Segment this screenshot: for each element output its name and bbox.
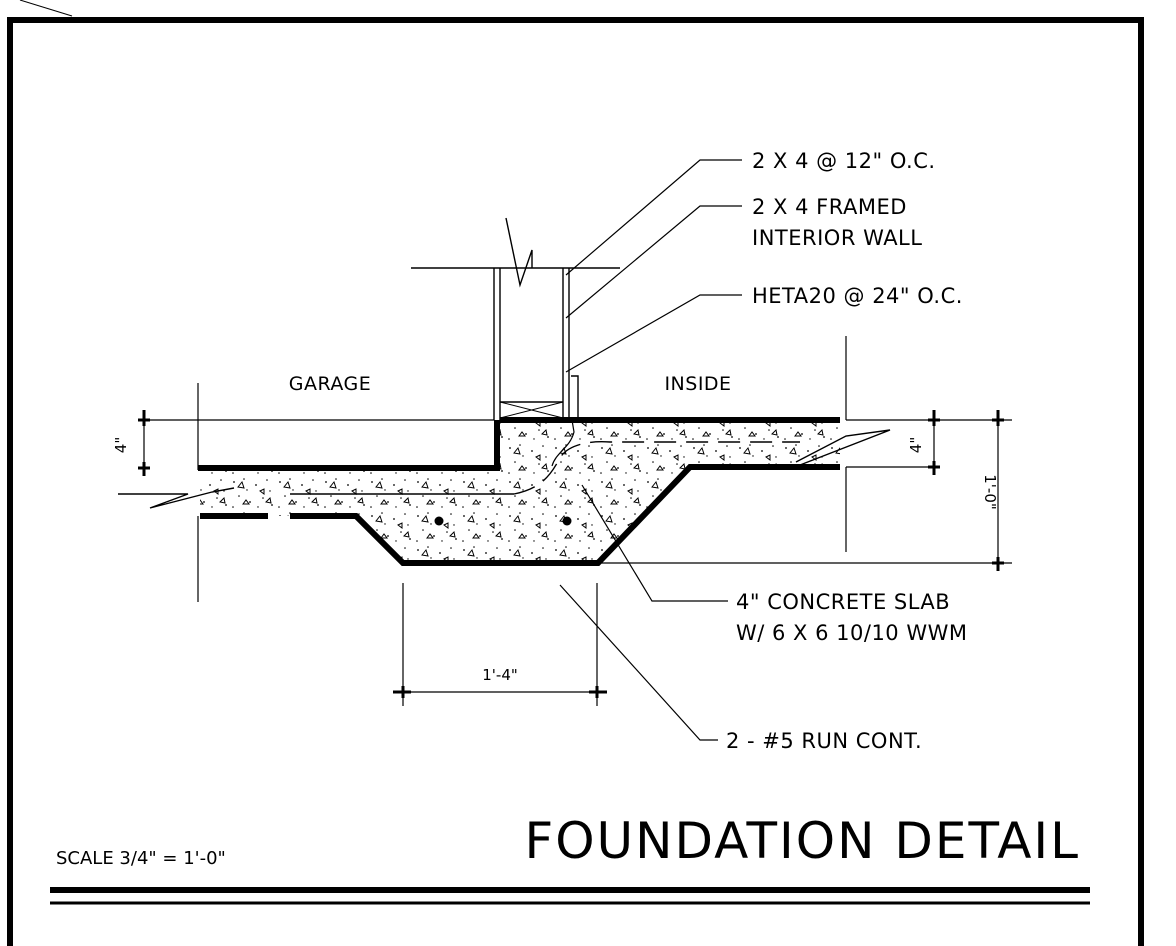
callout-slab-line2: W/ 6 X 6 10/10 WWM [736,621,968,645]
dim-left-step-tick-top [138,410,150,426]
dim-right-step-label: 4" [907,437,925,453]
inside-label: INSIDE [664,373,731,395]
callout-strap: HETA20 @ 24" O.C. [752,284,963,308]
callout-rebar: 2 - #5 RUN CONT. [726,729,922,753]
callout-slab-line1: 4" CONCRETE SLAB [736,590,950,614]
scale-label: SCALE 3/4" = 1'-0" [56,848,226,869]
dim-depth-tick-bottom [992,557,1004,571]
dim-left-step-label: 4" [112,437,130,453]
leader-studs [565,159,742,276]
dim-right-step-tick-bottom [928,461,940,475]
callout-wall-line2: INTERIOR WALL [752,226,922,250]
corner-tick [19,0,73,17]
wall-break-symbol [505,217,533,288]
left-break-line [118,487,235,509]
leader-slab [581,484,728,602]
dim-depth-tick-top [992,410,1004,426]
callout-wall-line1: 2 X 4 FRAMED [752,195,907,219]
heta20-strap [571,375,579,421]
footing-outline [290,464,840,566]
wire-mesh-line [513,440,800,495]
leader-rebar [559,584,718,741]
sheet-border [7,17,1144,946]
leader-wall [565,205,742,319]
anchor-hook [551,419,575,467]
drawing-title: FOUNDATION DETAIL [524,812,1080,870]
callout-studs: 2 X 4 @ 12" O.C. [752,149,936,173]
dim-left-step-tick-bottom [138,462,150,476]
garage-label: GARAGE [289,373,372,395]
dim-footing-width-tick-left [393,686,411,698]
rebar-1 [434,516,444,526]
leader-strap [565,294,742,373]
bottom-plate-x2 [499,401,564,419]
rebar-2 [562,516,572,526]
dim-footing-width-label: 1'-4" [482,666,518,684]
dim-footing-width-tick-right [589,686,607,698]
dim-right-step-tick-top [928,410,940,426]
garage-slab-top [198,420,500,471]
dim-depth-label: 1'-0" [981,474,999,510]
right-break-line [795,429,891,466]
